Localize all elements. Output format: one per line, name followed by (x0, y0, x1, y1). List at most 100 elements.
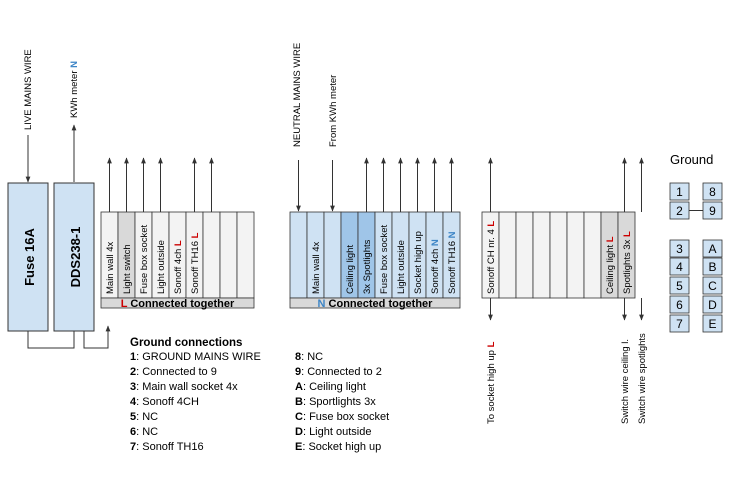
legend-text: : NC (136, 411, 159, 423)
live-terminal-block-slot-label: Sonoff 4ch L (173, 240, 184, 294)
live-terminal-block-slot-label-mark: L (173, 240, 184, 249)
neutral-terminal-block-slot-label: Fuse box socket (379, 224, 390, 294)
kwh-meter-label: DDS238-1 (68, 227, 83, 288)
ground-right-terminal (702, 239, 723, 258)
legend-row: A: Ceiling light (295, 380, 366, 395)
legend-row: 6: NC (130, 425, 158, 440)
switch-terminal-block-slot-label: Ceiling light L (605, 236, 616, 294)
legend-row: 1: GROUND MAINS WIRE (130, 350, 261, 365)
ground-right-label: 8 (709, 185, 716, 199)
fuse-label: Fuse 16A (22, 227, 37, 285)
ground-left-terminal (669, 295, 690, 314)
live-mains-label: LIVE MAINS WIRE (23, 49, 34, 130)
live-terminal-block-slot-label: Fuse box socket (139, 224, 150, 294)
live-terminal-block-slot-label: Light switch (122, 244, 133, 294)
legend-text: : Main wall socket 4x (136, 381, 238, 393)
legend-row: 5: NC (130, 410, 158, 425)
legend-row: B: Sportlights 3x (295, 395, 376, 410)
neutral-terminal-block-slot-label: Socket high up (413, 231, 424, 294)
fuse-to-meter-wire (27, 331, 75, 349)
ground-right-label: C (708, 279, 717, 293)
switch-terminal-block-slot-label-mark: L (605, 236, 616, 245)
ground-left-terminal (669, 182, 690, 201)
legend-text: : Sonoff 4CH (136, 396, 199, 408)
legend-key: 9 (295, 366, 302, 378)
legend-key: E (295, 441, 303, 453)
kwh-meter-top-label-mark: N (69, 61, 80, 71)
ground-right-terminal (702, 314, 723, 333)
switch-terminal-block-slot-label: Spotlights 3x L (622, 231, 633, 294)
switch-wire-ceiling-label: Switch wire ceiling l. (620, 339, 631, 424)
neutral-terminal-block-slot-label: Sonoff TH16 N (447, 231, 458, 294)
legend-text: : Socket high up (302, 441, 382, 453)
legend-text: : NC (136, 426, 159, 438)
ground-left-label: 2 (676, 204, 683, 218)
legend-key: 1 (130, 351, 137, 363)
legend-key: 5 (130, 411, 137, 423)
ground-left-label: 6 (676, 298, 683, 312)
ground-left-label: 4 (676, 260, 683, 274)
switch-terminal-block-slot (617, 211, 636, 299)
legend-text: : Connected to 9 (136, 366, 217, 378)
ground-left-label: 1 (676, 185, 683, 199)
legend-row: 2: Connected to 9 (130, 365, 217, 380)
ground-left-label: 3 (676, 242, 683, 256)
ground-left-terminal (669, 239, 690, 258)
legend-row: 3: Main wall socket 4x (130, 380, 238, 395)
fuse-box (7, 182, 49, 332)
ground-left-terminal (669, 257, 690, 276)
ground-right-terminal (702, 276, 723, 295)
ground-right-terminal (702, 257, 723, 276)
legend-text: : Ceiling light (302, 381, 366, 393)
legend-row: C: Fuse box socket (295, 410, 389, 425)
ground-title: Ground (670, 152, 713, 167)
legend-key: D (295, 426, 303, 438)
ground-right-terminal (702, 182, 723, 201)
legend-key: 3 (130, 381, 137, 393)
legend-row: E: Socket high up (295, 440, 381, 455)
legend-key: 7 (130, 441, 137, 453)
neutral-terminal-block-slot-label: Sonoff 4ch N (430, 239, 441, 294)
legend-key: 4 (130, 396, 137, 408)
ground-left-label: 7 (676, 317, 683, 331)
ground-right-terminal (702, 295, 723, 314)
live-terminal-block-slot-label-mark: L (190, 232, 201, 241)
switch-terminal-block-slot-label-mark: L (486, 221, 497, 230)
legend-text: : NC (301, 351, 324, 363)
legend-text: : Sportlights 3x (302, 396, 376, 408)
neutral-terminal-block-slot-label: Light outside (396, 240, 407, 294)
switch-terminal-block-slot-label-mark: L (622, 231, 633, 240)
neutral-mains-label: NEUTRAL MAINS WIRE (292, 43, 303, 147)
neutral-terminal-block-connected-bar (289, 297, 461, 309)
legend-row: 7: Sonoff TH16 (130, 440, 204, 455)
kwh-meter-top-label: KWh meter N (69, 61, 80, 118)
ground-right-label: B (708, 260, 716, 274)
legend-key: B (295, 396, 303, 408)
ground-right-label: A (708, 242, 716, 256)
live-terminal-block-connected-label: L Connected together (121, 298, 235, 310)
live-terminal-block-slot-label: Sonoff TH16 L (190, 232, 201, 294)
switch-wire-spot-label: Switch wire spotlights (637, 333, 648, 424)
neutral-terminal-block-slot-label: Ceiling light (345, 245, 356, 294)
live-terminal-block-slot-label: Main wall 4x (105, 241, 116, 294)
neutral-terminal-block-slot-label-mark: N (447, 231, 458, 241)
socket-high-up-wire-label-mark: L (486, 341, 497, 350)
ground-right-label: 9 (709, 204, 716, 218)
ground-right-label: E (708, 317, 716, 331)
legend-key: A (295, 381, 303, 393)
legend-key: 6 (130, 426, 137, 438)
legend-row: 8: NC (295, 350, 323, 365)
legend-row: 4: Sonoff 4CH (130, 395, 199, 410)
legend-text: : Sonoff TH16 (136, 441, 204, 453)
ground-left-terminal (669, 276, 690, 295)
neutral-terminal-block-slot-label: Main wall 4x (311, 241, 322, 294)
legend-row: D: Light outside (295, 425, 371, 440)
from-kwh-label: From KWh meter (328, 75, 339, 147)
legend-title: Ground connections (130, 337, 243, 349)
neutral-terminal-block-connected-label: N Connected together (318, 298, 434, 310)
